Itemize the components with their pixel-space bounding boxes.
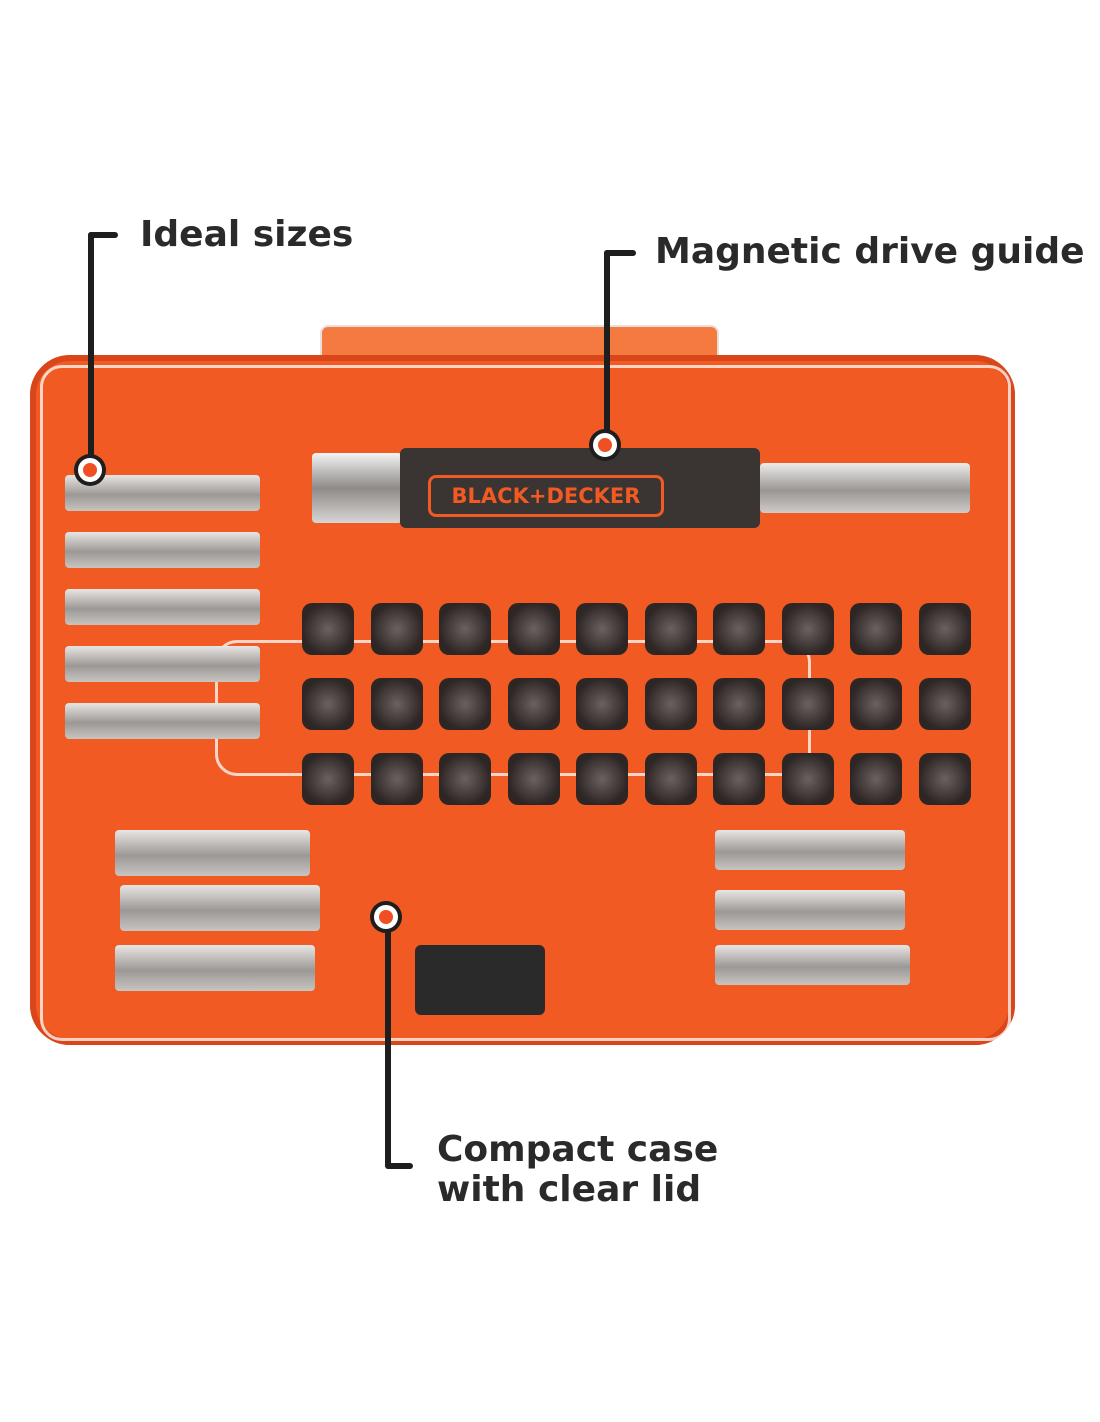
short-bit [781,678,834,730]
short-bit [576,603,628,655]
callout-ideal-sizes: Ideal sizes [140,214,354,255]
hex-bit [115,830,310,876]
short-bit [781,603,834,655]
short-bit [713,753,765,805]
short-bit [439,603,491,655]
callout-line [385,918,391,1168]
callout-line [385,1163,413,1169]
short-bit [302,678,354,730]
callout-magnetic-drive-guide: Magnetic drive guide [655,231,1085,272]
short-bit [644,753,697,805]
short-bit [439,753,491,805]
phillips-bit [65,703,260,739]
brand-logo: BLACK+DECKER [428,475,664,517]
hex-bit [715,945,910,985]
short-bit [850,678,902,730]
short-bit [576,678,628,730]
short-bit [918,753,971,805]
hex-bit [120,885,320,931]
short-bit [918,603,971,655]
phillips-bit [65,589,260,625]
callout-marker [593,433,617,457]
short-bit [370,678,423,730]
callout-line [604,250,636,256]
hex-bit [115,945,315,991]
short-bit [370,753,423,805]
callout-line [604,250,610,445]
short-bit [644,603,697,655]
clear-lid [40,365,1011,1041]
short-bit [576,753,628,805]
short-bit [507,603,560,655]
short-bit [507,753,560,805]
short-bit [850,753,902,805]
short-bit [302,603,354,655]
case-latch[interactable] [415,945,545,1015]
callout-compact-case-line2: with clear lid [437,1169,702,1210]
callout-line [88,232,94,470]
short-bit [370,603,423,655]
phillips-bit [65,646,260,682]
short-bit [439,678,491,730]
short-bit [781,753,834,805]
callout-compact-case-line1: Compact case [437,1129,719,1170]
short-bit [850,603,902,655]
short-bit [507,678,560,730]
short-bit [713,603,765,655]
phillips-bit [65,532,260,568]
callout-marker [78,458,102,482]
hex-bit [715,890,905,930]
short-bit [713,678,765,730]
short-bit [644,678,697,730]
hex-bit [715,830,905,870]
phillips-bit [65,475,260,511]
callout-marker [374,905,398,929]
callout-line [88,232,118,238]
short-bit [302,753,354,805]
short-bit [918,678,971,730]
